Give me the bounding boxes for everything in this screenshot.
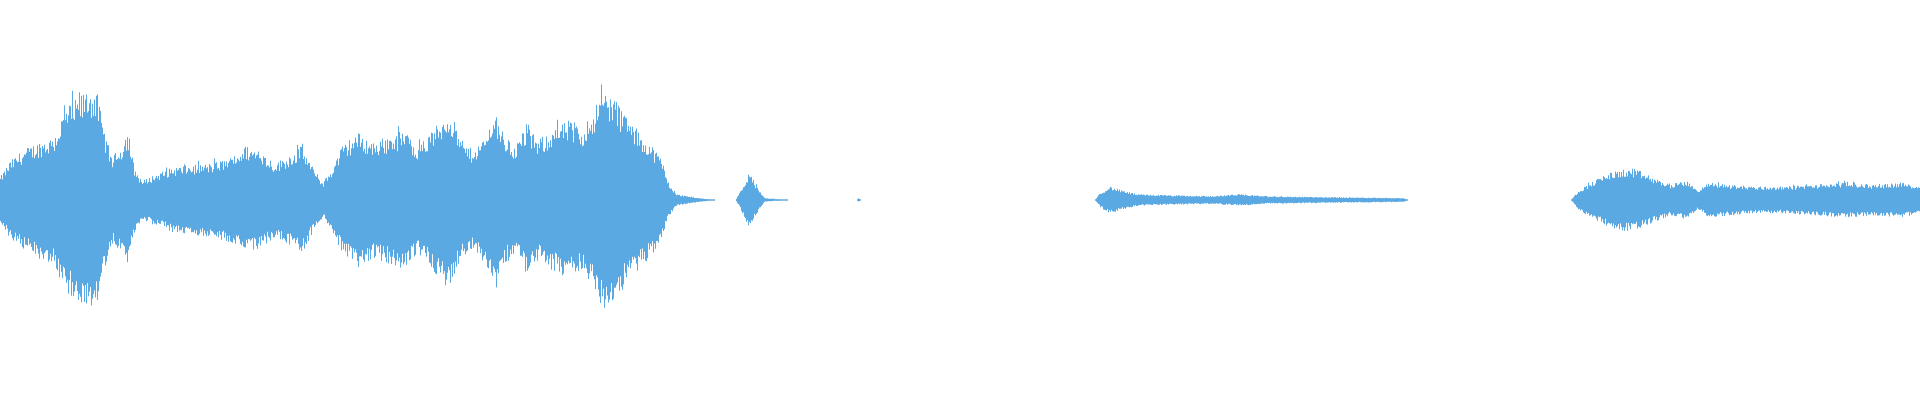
audio-waveform — [0, 84, 1920, 308]
